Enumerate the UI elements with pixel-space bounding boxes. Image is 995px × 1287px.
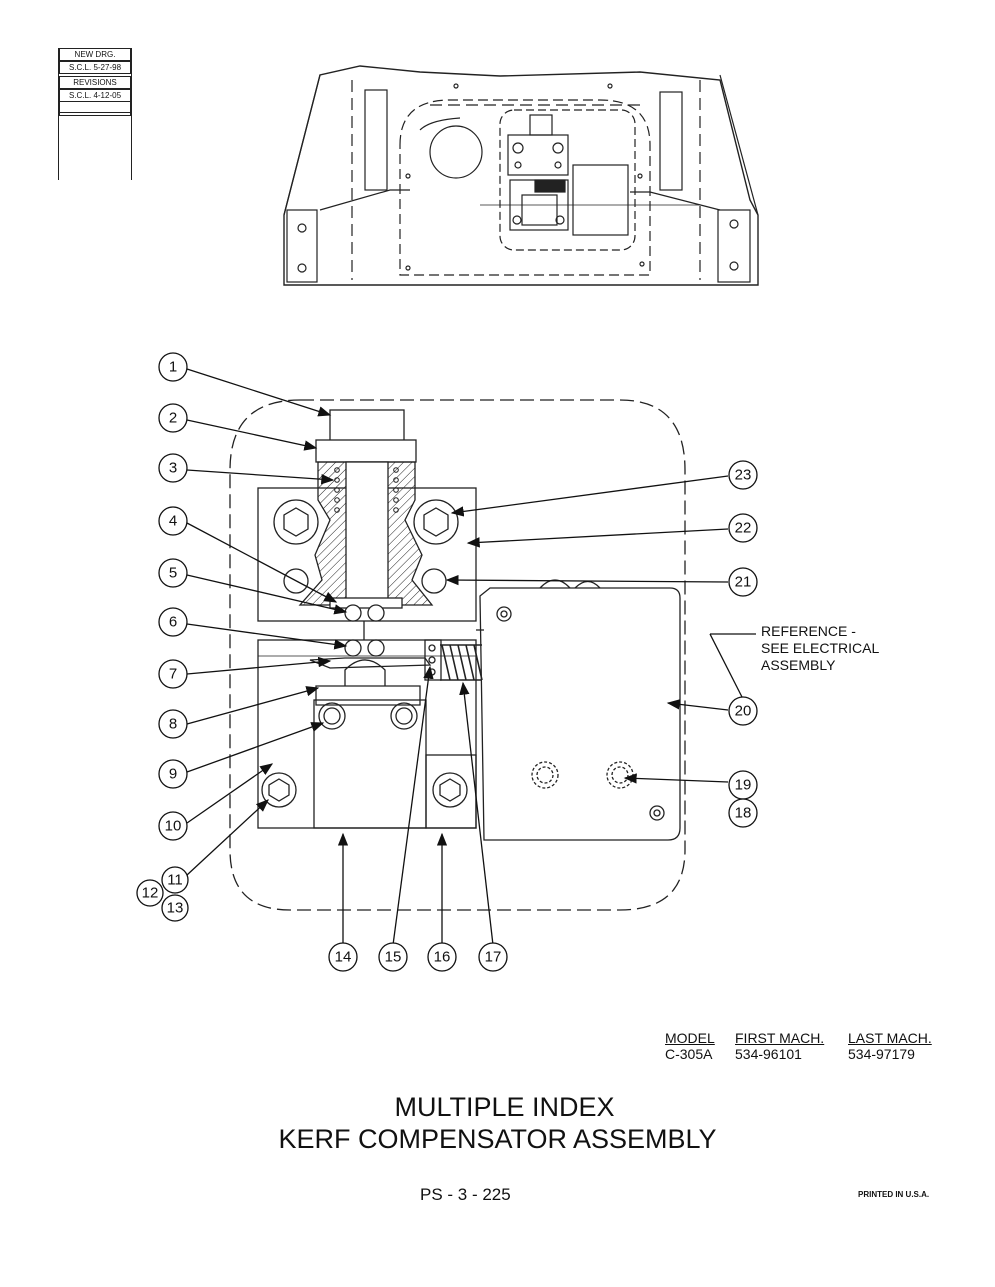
- callout-3: 3: [169, 460, 177, 477]
- callout-19: 19: [735, 777, 752, 794]
- callout-6: 6: [169, 614, 177, 631]
- revision-new-drawing-date: S.C.L. 5-27-98: [59, 61, 131, 74]
- drawing-title-line-1: MULTIPLE INDEX: [394, 1092, 615, 1122]
- callout-12: 12: [142, 885, 159, 902]
- callout-21: 21: [735, 574, 752, 591]
- reference-note-line-1: REFERENCE -: [761, 623, 856, 639]
- header-last-mach: LAST MACH.: [848, 1030, 932, 1046]
- revision-label: REVISIONS: [59, 76, 131, 89]
- callout-16: 16: [434, 949, 451, 966]
- revision-divider: [59, 113, 131, 116]
- callout-13: 13: [167, 900, 184, 917]
- callout-14: 14: [335, 949, 352, 966]
- revision-blank-row: [59, 102, 131, 113]
- callout-22: 22: [735, 520, 752, 537]
- callout-20: 20: [735, 703, 752, 720]
- top-view: [283, 65, 759, 286]
- callout-18: 18: [735, 805, 752, 822]
- callout-15: 15: [385, 949, 402, 966]
- revision-new-drawing: NEW DRG.: [59, 48, 131, 61]
- callout-bubbles: [136, 352, 758, 972]
- revision-block: NEW DRG. S.C.L. 5-27-98 REVISIONS S.C.L.…: [58, 48, 132, 180]
- header-model: MODEL: [665, 1030, 715, 1046]
- callout-7: 7: [169, 666, 177, 683]
- cell-model: C-305A: [665, 1046, 713, 1062]
- callout-10: 10: [165, 818, 182, 835]
- cell-first-mach: 534-96101: [735, 1046, 802, 1062]
- callout-17: 17: [485, 949, 502, 966]
- reference-note-line-3: ASSEMBLY: [761, 657, 836, 673]
- model-table: MODEL FIRST MACH. LAST MACH. C-305A 534-…: [665, 1030, 955, 1062]
- detail-view: [229, 399, 686, 911]
- page-number: PS - 3 - 225: [420, 1185, 511, 1204]
- callout-11: 11: [167, 872, 183, 889]
- reference-note: REFERENCE - SEE ELECTRICAL ASSEMBLY: [761, 623, 941, 674]
- callout-23: 23: [735, 467, 752, 484]
- callout-8: 8: [169, 716, 177, 733]
- model-table-row: C-305A 534-96101 534-97179: [665, 1046, 955, 1062]
- revision-entry-1: S.C.L. 4-12-05: [59, 89, 131, 102]
- leader-lines: [186, 368, 729, 946]
- printed-in-note: PRINTED IN U.S.A.: [858, 1190, 930, 1199]
- model-table-header: MODEL FIRST MACH. LAST MACH.: [665, 1030, 955, 1046]
- callout-1: 1: [169, 359, 177, 376]
- callout-9: 9: [169, 766, 177, 783]
- cell-last-mach: 534-97179: [848, 1046, 915, 1062]
- drawing-title-line-2: KERF COMPENSATOR ASSEMBLY: [278, 1124, 717, 1154]
- header-first-mach: FIRST MACH.: [735, 1030, 825, 1046]
- reference-note-line-2: SEE ELECTRICAL: [761, 640, 880, 656]
- callout-4: 4: [169, 513, 177, 530]
- callout-5: 5: [169, 565, 177, 582]
- callout-2: 2: [169, 410, 177, 427]
